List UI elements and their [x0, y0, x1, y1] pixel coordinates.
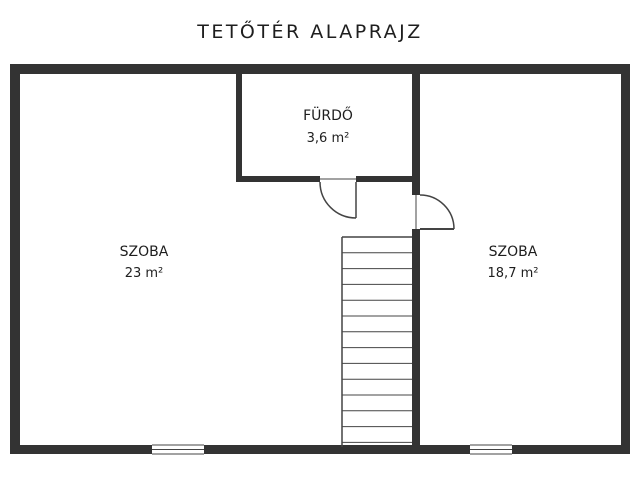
room-right-area: 18,7 m² [488, 266, 539, 281]
plan-title: TETŐTÉR ALAPRAJZ [196, 19, 423, 43]
outer-wall-bottom [10, 445, 630, 454]
room-bath-name: FÜRDŐ [303, 106, 353, 124]
outer-wall-top [10, 64, 630, 74]
room-left-area: 23 m² [125, 266, 164, 281]
bath-door-arc [319, 181, 357, 219]
bath-wall-left [236, 72, 242, 182]
interior-walls [236, 72, 420, 449]
outer-walls [10, 64, 630, 454]
room-right-name: SZOBA [489, 244, 538, 260]
staircase [341, 236, 412, 447]
bath-wall-bottom-left [236, 176, 320, 182]
room-bath-area: 3,6 m² [307, 131, 350, 146]
stair-treads [342, 252, 412, 443]
right-room-door [415, 194, 455, 230]
room-left-name: SZOBA [120, 244, 169, 260]
bath-wall-bottom-right [356, 176, 413, 182]
right-door-arc [419, 194, 455, 230]
outer-wall-left [10, 64, 20, 454]
windows [152, 444, 512, 455]
window-left [152, 444, 204, 455]
center-wall-lower [412, 229, 420, 449]
bath-door [319, 178, 357, 219]
outer-wall-right [621, 64, 630, 454]
center-wall-upper [412, 72, 420, 195]
window-right [470, 444, 512, 455]
